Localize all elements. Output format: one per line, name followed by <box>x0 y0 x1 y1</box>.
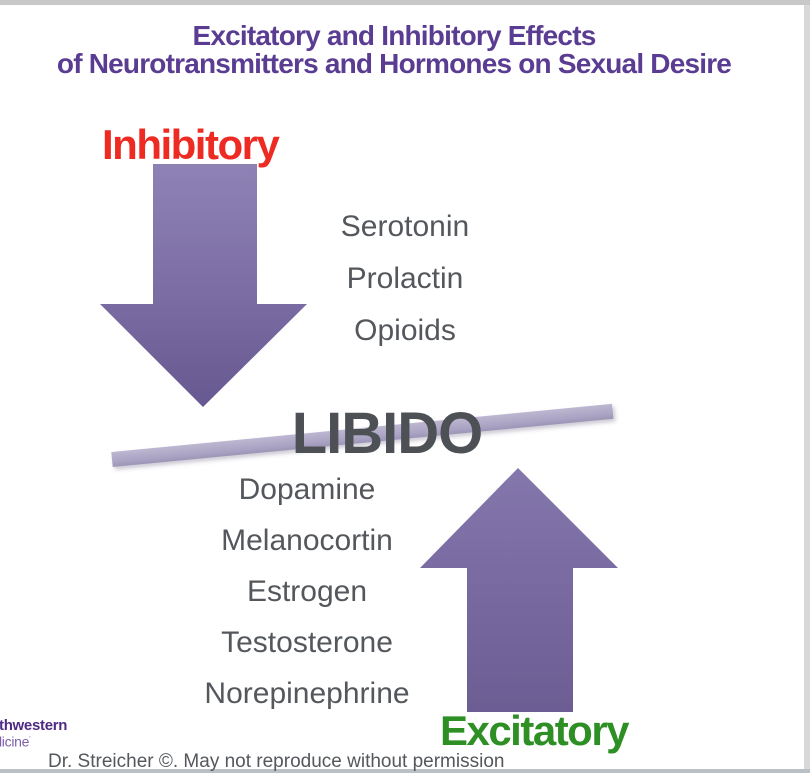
list-item: Testosterone <box>221 626 393 659</box>
excitatory-label: Excitatory <box>439 707 630 754</box>
copyright-notice: Dr. Streicher ©. May not reproduce witho… <box>48 751 505 772</box>
list-item: Prolactin <box>346 262 464 295</box>
list-item: Dopamine <box>238 473 376 506</box>
list-item: Opioids <box>354 314 456 347</box>
inhibitory-label: Inhibitory <box>102 121 280 168</box>
slide-title: Excitatory and Inhibitory Effects of Neu… <box>0 22 788 78</box>
libido-label: LIBIDO <box>291 401 484 466</box>
window-bottom-edge <box>0 769 810 773</box>
slide-title-line1: Excitatory and Inhibitory Effects <box>192 20 596 51</box>
logo-trademark: ’ <box>29 736 31 743</box>
slide-title-line2: of Neurotransmitters and Hormones on Sex… <box>56 48 732 79</box>
logo-line1: thwestern <box>0 717 68 734</box>
list-item: Norepinephrine <box>204 677 410 710</box>
inhibitory-items-list: Serotonin Prolactin Opioids <box>255 201 555 357</box>
excitatory-items-list: Dopamine Melanocortin Estrogen Testoster… <box>157 464 457 719</box>
list-item: Estrogen <box>246 575 368 608</box>
logo-line2: licine’ <box>0 733 31 750</box>
window-top-edge <box>0 0 810 5</box>
window-right-edge <box>804 5 810 770</box>
list-item: Serotonin <box>340 210 470 243</box>
northwestern-medicine-logo: thwestern licine’ <box>0 717 68 750</box>
list-item: Melanocortin <box>221 524 393 557</box>
